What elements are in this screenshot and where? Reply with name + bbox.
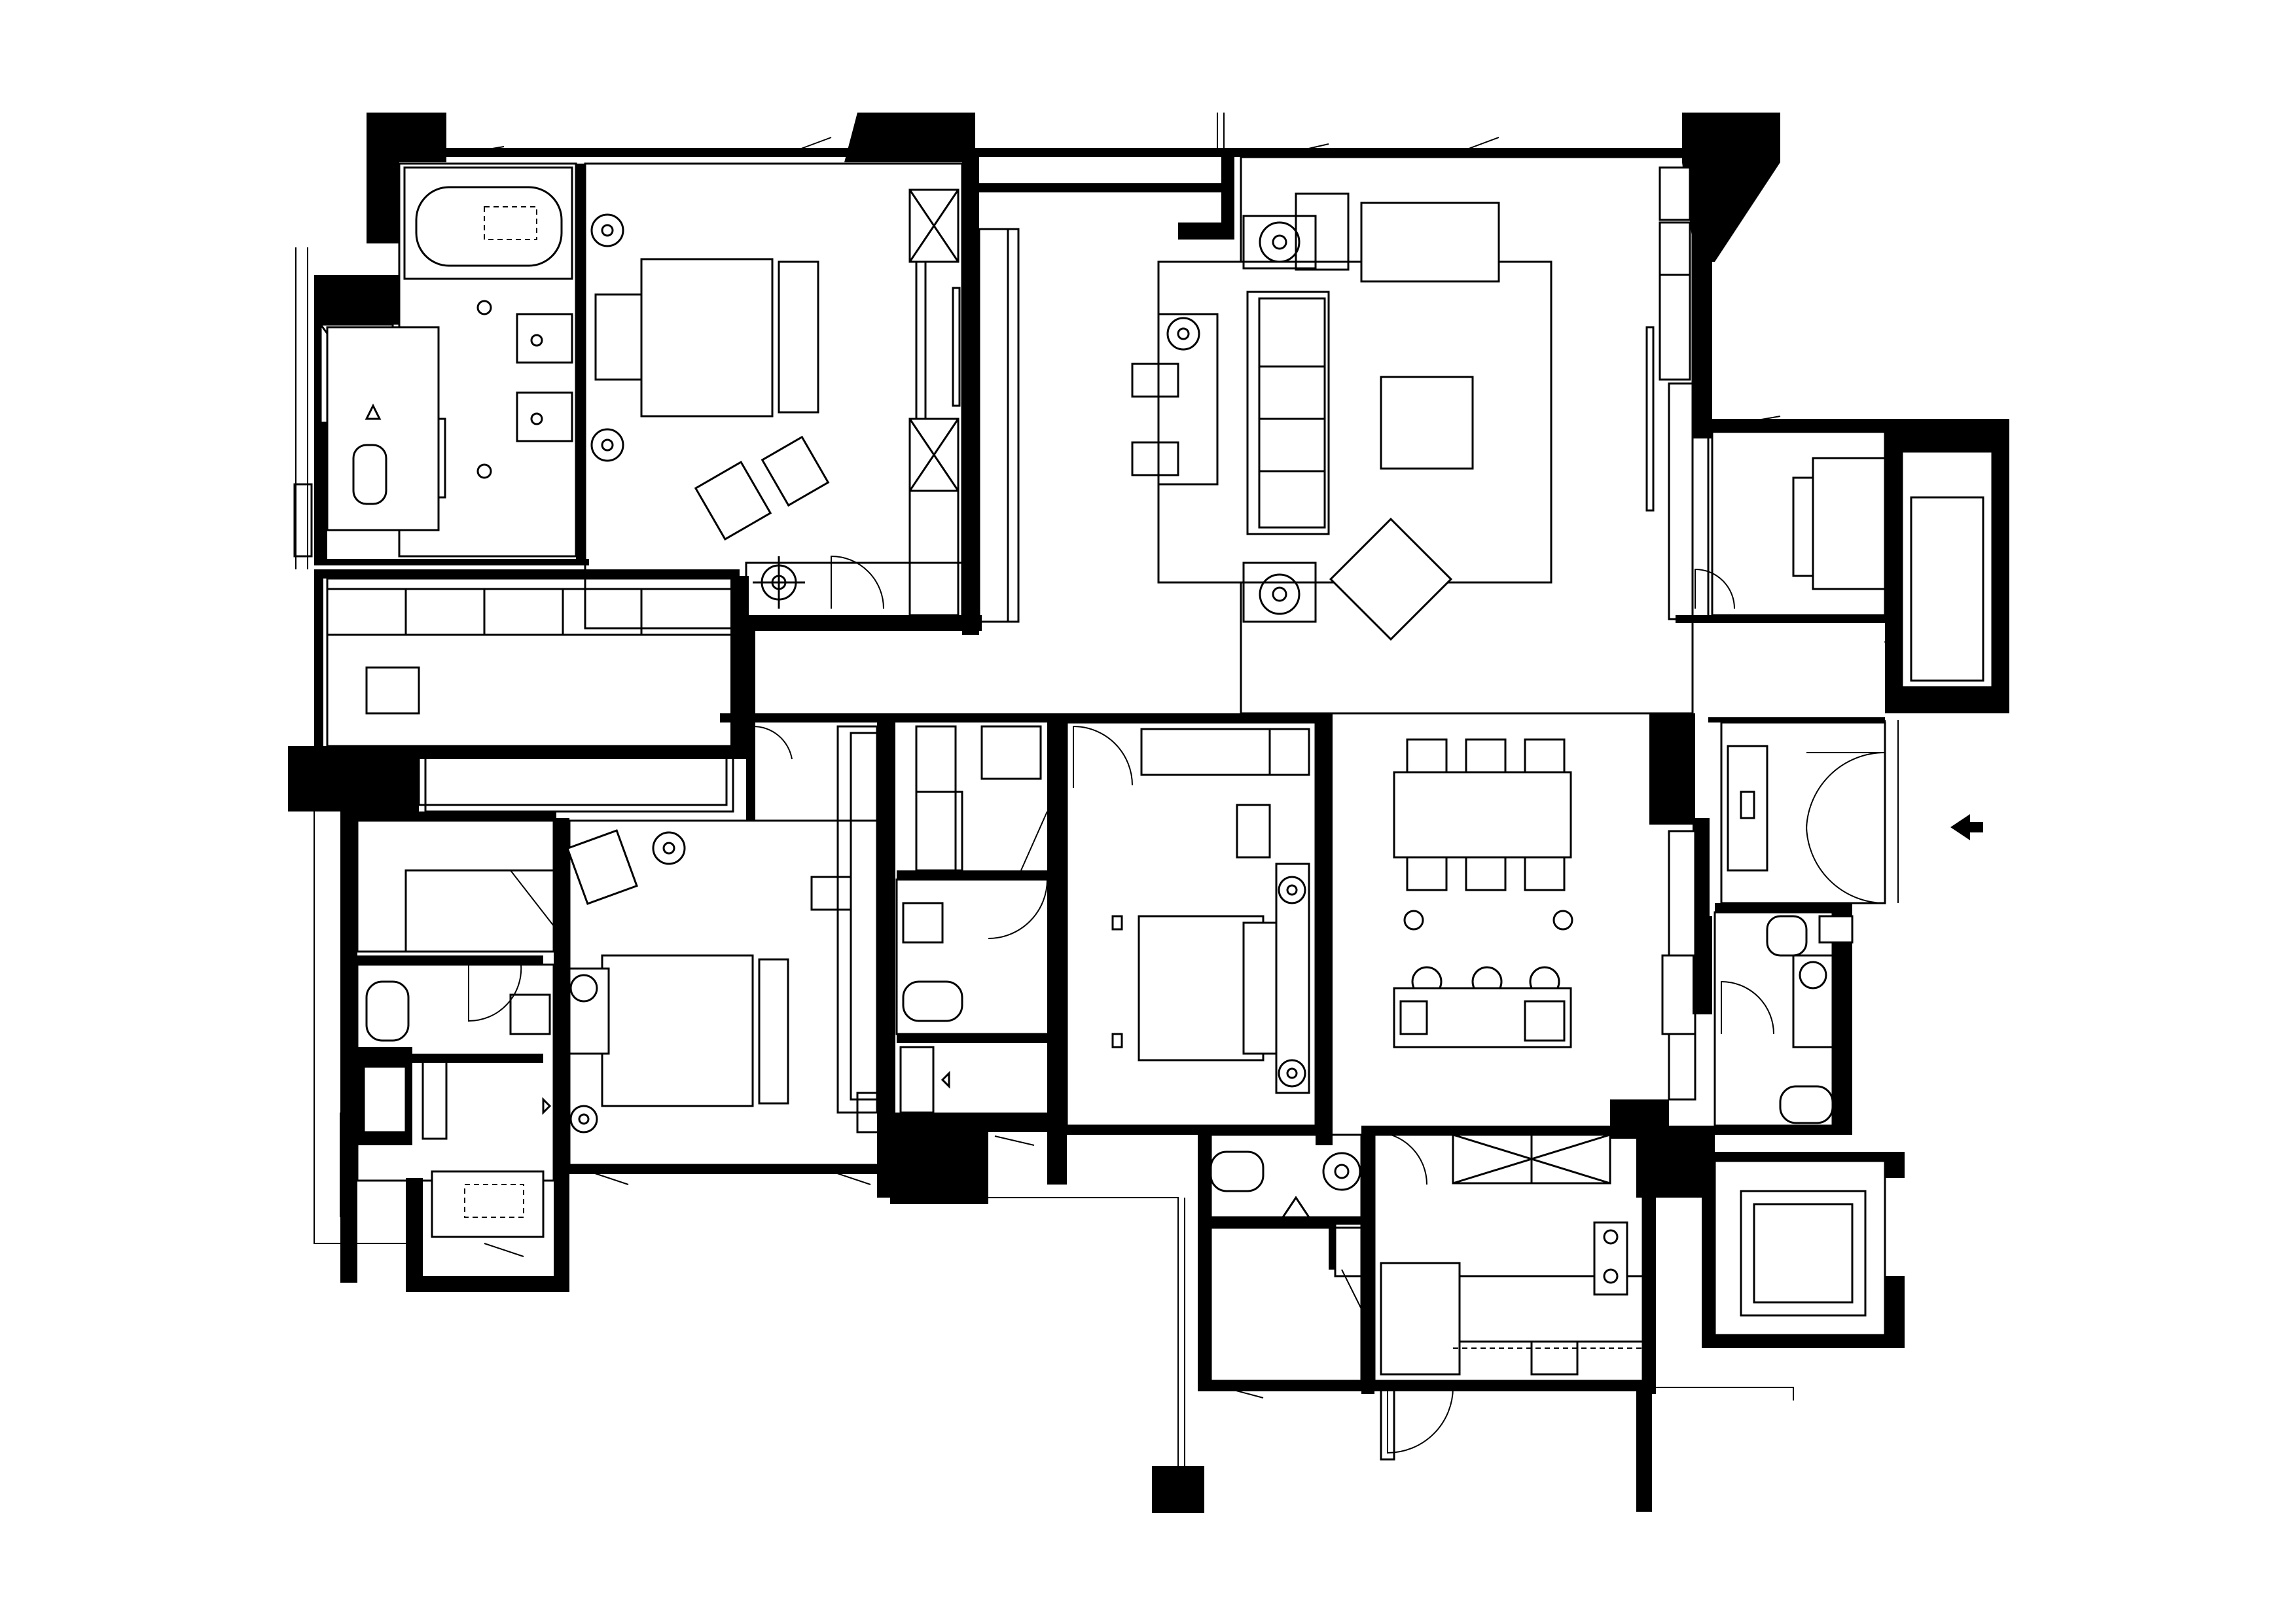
hall-cabinet [952, 228, 1020, 623]
kitchen-sink [1530, 1340, 1579, 1376]
toilet [1766, 915, 1808, 957]
master-bedroom [584, 162, 963, 630]
closet-2 [356, 819, 557, 953]
window-marks [457, 137, 1781, 1399]
study [1668, 382, 1994, 688]
arrow-left-icon [1950, 814, 1983, 840]
walk-in-closet [326, 577, 734, 813]
kitchen-island [1393, 987, 1572, 1048]
lounge-chair [1329, 517, 1453, 641]
armchair [694, 460, 772, 541]
armchair [761, 435, 830, 507]
bed [601, 954, 754, 1107]
bathtub [415, 186, 563, 267]
guest-bath [1210, 1133, 1363, 1382]
toilet [352, 444, 387, 505]
door-swing [831, 555, 884, 609]
master-bath [319, 162, 577, 558]
washer [1740, 1190, 1867, 1317]
bath-3 [895, 725, 1055, 1114]
bed [640, 258, 774, 418]
toilet [1779, 1085, 1834, 1124]
dining-table [1393, 771, 1572, 859]
living-room [1131, 156, 1694, 715]
bath-2 [356, 963, 555, 1238]
toilet [902, 980, 963, 1022]
tv-cabinet [1157, 313, 1219, 486]
sink [1792, 954, 1834, 1048]
kitchen [1373, 1131, 1650, 1382]
coffee-table [1380, 376, 1474, 470]
rug [1157, 260, 1552, 584]
laundry [1713, 1160, 1886, 1336]
sink [509, 993, 551, 1035]
bath-4 [1713, 911, 1854, 1127]
toilet [365, 980, 410, 1042]
sink [902, 902, 944, 944]
lower-doors [1216, 1380, 1454, 1461]
sofa [1246, 291, 1330, 535]
dining-room [1393, 738, 1573, 1048]
toilet [1210, 1150, 1265, 1192]
bedroom-2 [566, 725, 888, 1166]
entry-foyer [1661, 721, 1886, 1101]
bedroom-3 [1056, 721, 1317, 1127]
desk [1812, 457, 1886, 590]
bathtub [431, 1170, 545, 1238]
armchair [1360, 202, 1500, 283]
armchair [566, 829, 638, 905]
